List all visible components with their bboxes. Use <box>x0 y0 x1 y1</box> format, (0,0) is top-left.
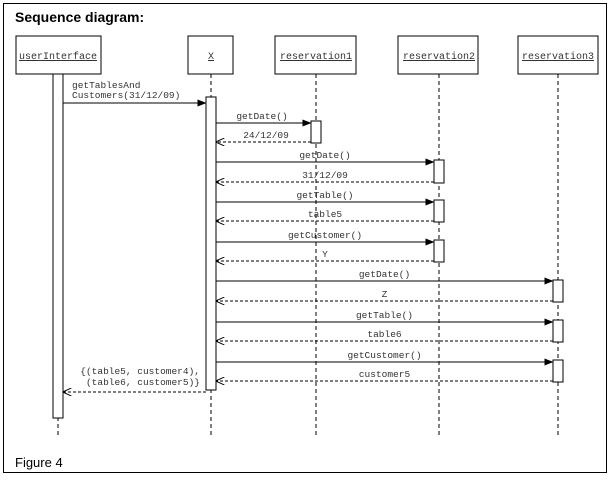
message-label: Y <box>322 249 328 260</box>
message-label: (table6, customer5)} <box>86 377 200 388</box>
call-message: getCustomer() <box>216 350 554 366</box>
return-message: 31/12/09 <box>216 170 434 182</box>
diagram-heading: Sequence diagram: <box>15 9 145 25</box>
activation-x <box>205 96 217 391</box>
activation-r3 <box>552 279 564 303</box>
activation-r2 <box>433 159 445 184</box>
message-label: customer5 <box>359 369 411 380</box>
message-label: 24/12/09 <box>243 130 289 141</box>
participant-label: X <box>208 52 214 63</box>
participant-r2: reservation2 <box>397 35 479 75</box>
return-message: table6 <box>216 329 553 341</box>
call-message: getDate() <box>216 111 312 127</box>
activation-r1 <box>310 120 322 144</box>
return-message: Y <box>216 249 434 261</box>
return-message: Z <box>216 289 553 301</box>
participant-label: reservation3 <box>522 51 594 63</box>
message-label: getTablesAnd <box>72 80 140 91</box>
message-label: table5 <box>308 209 343 220</box>
call-message: getTable() <box>216 310 554 326</box>
message-label: getDate() <box>236 111 287 122</box>
return-message: {(table5, customer4),(table6, customer5)… <box>63 366 206 392</box>
message-label: table6 <box>367 329 402 340</box>
message-label: getTable() <box>356 310 413 321</box>
activation-ui <box>52 73 64 419</box>
message-label: Customers(31/12/09) <box>72 90 180 101</box>
participant-r1: reservation1 <box>274 35 357 75</box>
message-label: getCustomer() <box>288 230 362 241</box>
participant-label: reservation2 <box>403 51 475 63</box>
message-label: Z <box>382 289 388 300</box>
figure-frame: Sequence diagram: Figure 4 <box>3 3 607 473</box>
call-message: getDate() <box>216 150 435 166</box>
message-label: getTable() <box>296 190 353 201</box>
figure-caption: Figure 4 <box>15 455 63 470</box>
return-message: 24/12/09 <box>216 130 311 142</box>
message-label: getDate() <box>359 269 410 280</box>
call-message: getDate() <box>216 269 554 285</box>
participant-label: reservation1 <box>280 51 352 63</box>
call-message: getCustomer() <box>216 230 435 246</box>
message-label: getCustomer() <box>347 350 421 361</box>
activation-r3 <box>552 319 564 343</box>
message-label: getDate() <box>299 150 350 161</box>
activation-r3 <box>552 359 564 383</box>
call-message: getTable() <box>216 190 435 206</box>
message-label: 31/12/09 <box>302 170 348 181</box>
return-message: customer5 <box>216 369 553 381</box>
activation-r2 <box>433 239 445 263</box>
message-label: {(table5, customer4), <box>80 366 200 377</box>
participant-r3: reservation3 <box>517 35 599 75</box>
participant-label: userInterface <box>19 51 97 63</box>
activation-r2 <box>433 199 445 223</box>
participant-x: X <box>187 35 234 75</box>
participant-ui: userInterface <box>15 35 102 75</box>
return-message: table5 <box>216 209 434 221</box>
